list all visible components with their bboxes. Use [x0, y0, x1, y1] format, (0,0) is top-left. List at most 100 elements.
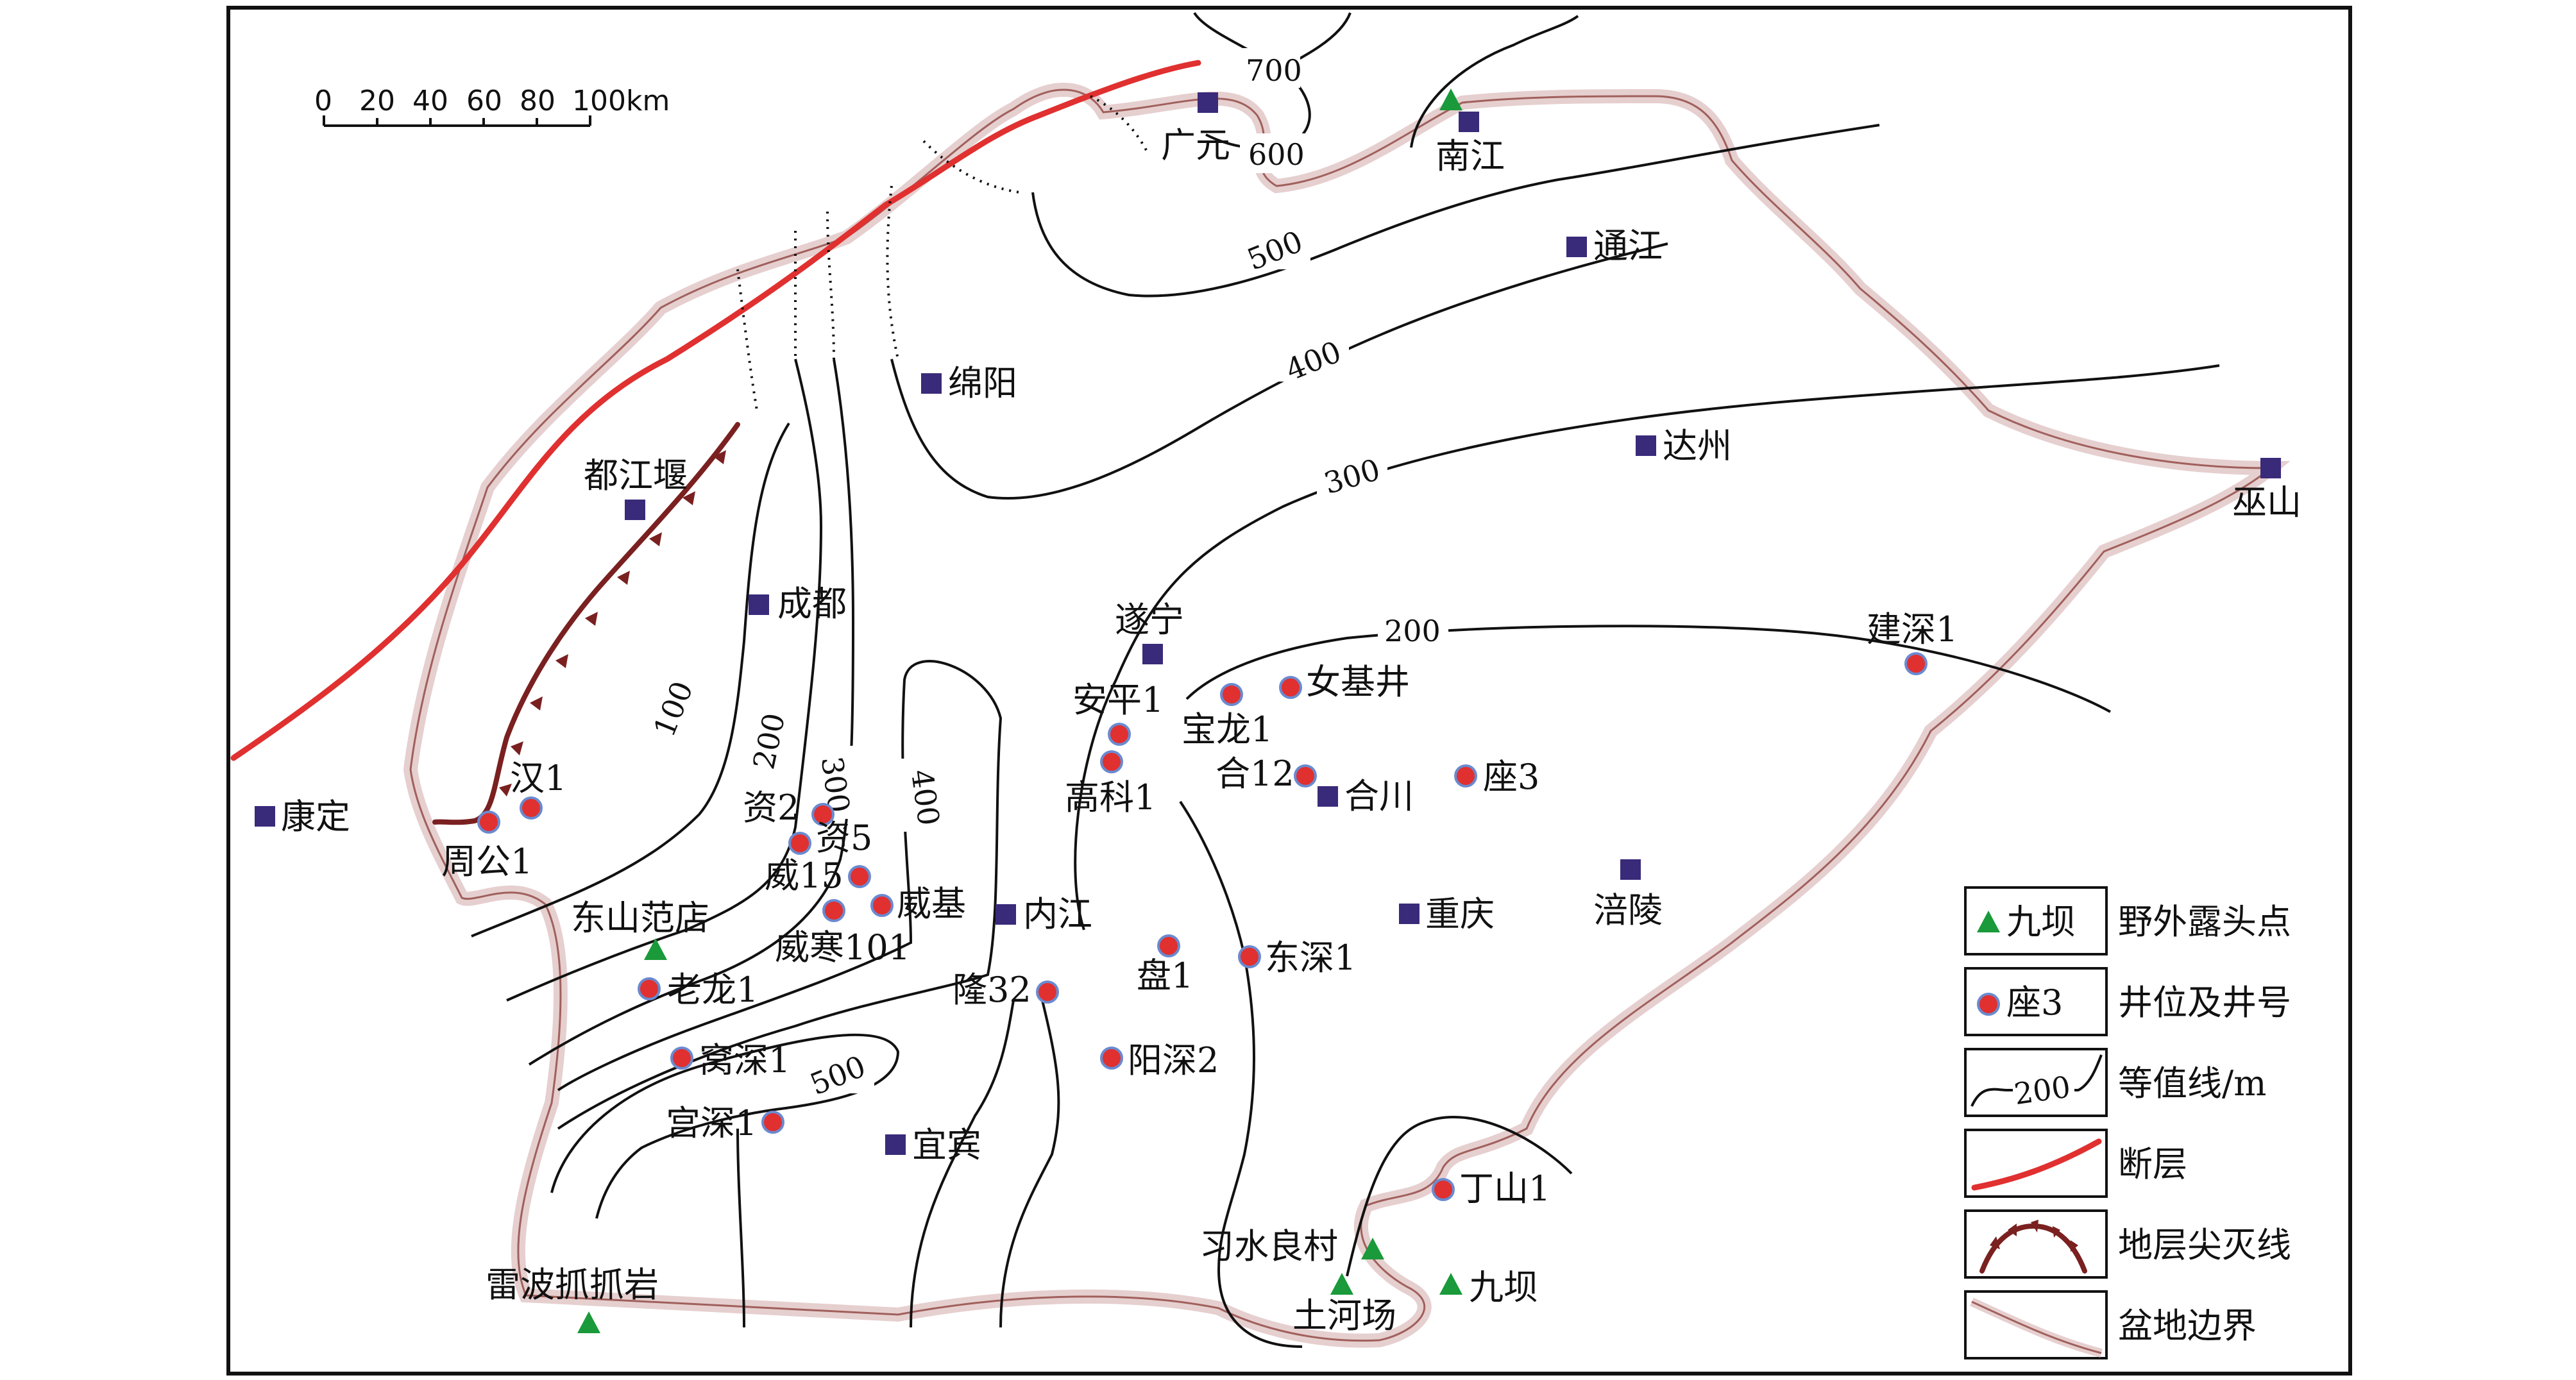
fault-line	[230, 60, 1201, 761]
well-marker-dongshen1	[1238, 945, 1261, 968]
city-label-suining: 遂宁	[1115, 600, 1184, 640]
well-label-long32: 隆32	[953, 970, 1031, 1010]
well-label-he12: 合12	[1216, 753, 1294, 794]
map-frame	[226, 6, 2352, 1376]
city-marker-tongjiang	[1566, 237, 1587, 257]
city-label-guangyuan: 广元	[1161, 125, 1230, 165]
well-label-nvjijing: 女基井	[1306, 662, 1410, 702]
city-marker-chongqing	[1399, 904, 1419, 924]
well-label-dingshan1: 丁山1	[1459, 1168, 1550, 1209]
legend-basin: 盆地边界	[1964, 1290, 2257, 1359]
city-label-dujiangyan: 都江堰	[584, 455, 688, 496]
city-marker-kangding	[255, 806, 275, 827]
well-marker-zhougong1	[477, 811, 500, 834]
well-label-zuo3: 座3	[1483, 757, 1539, 797]
city-marker-wushan	[2260, 458, 2281, 478]
legend-pinchout: 地层尖灭线	[1964, 1209, 2291, 1279]
outcrop-marker-jiuba	[1439, 1273, 1462, 1295]
contour-label-600: 600	[1248, 137, 1305, 172]
scale-tick-80: 80	[520, 85, 555, 117]
city-label-chengdu: 成都	[777, 584, 847, 624]
well-marker-long32	[1036, 980, 1059, 1004]
well-label-yangshen2: 阳深2	[1128, 1040, 1219, 1081]
city-marker-mianyang	[921, 373, 942, 394]
legend-outcrop-desc: 野外露头点	[2118, 902, 2291, 942]
city-marker-yibin	[885, 1134, 906, 1155]
outcrop-label-jiuba: 九坝	[1469, 1267, 1538, 1308]
legend-basin-desc: 盆地边界	[2118, 1306, 2257, 1346]
city-label-fuling: 涪陵	[1593, 890, 1663, 930]
city-marker-neijiang	[996, 904, 1016, 925]
outcrops: 东山范店 雷波抓抓岩 习水良村 土河场 九坝	[486, 88, 1538, 1336]
contour-labels: 700 600 500 400 300 200 100 200 300 400 …	[647, 48, 1448, 1102]
well-label-wei15: 威15	[765, 855, 843, 896]
well-label-dongshen1: 东深1	[1265, 938, 1356, 978]
city-label-chongqing: 重庆	[1425, 894, 1495, 934]
legend: 九坝 野外露头点 座3 井位及井号 200 等值线/m 断层	[1964, 886, 2291, 1359]
contour-lines	[471, 12, 2220, 1348]
legend-well: 座3 井位及井号	[1964, 967, 2291, 1036]
contour-label-200-east: 200	[1384, 614, 1441, 648]
pinchout-line	[432, 422, 740, 825]
city-label-neijiang: 内江	[1023, 894, 1092, 934]
well-marker-weiji	[870, 894, 894, 917]
city-marker-suining	[1142, 644, 1163, 664]
wells: 建深1 安平1 女基井 宝龙1 高科1 合12 座3 汉1 周公1 资2 资5 …	[441, 609, 1958, 1209]
outcrop-marker-leibozhuazhuayan	[577, 1311, 600, 1333]
city-label-nanjiang: 南江	[1436, 136, 1505, 176]
outcrop-label-leibozhuazhuayan: 雷波抓抓岩	[486, 1265, 659, 1305]
well-label-han1: 汉1	[510, 758, 566, 798]
well-label-zi2: 资2	[743, 787, 799, 828]
well-label-pan1: 盘1	[1137, 955, 1193, 996]
legend-well-sample: 座3	[2006, 982, 2063, 1023]
scale-tick-0: 0	[314, 85, 332, 117]
city-label-wushan: 巫山	[2232, 482, 2301, 523]
contour-label-700: 700	[1246, 53, 1302, 88]
city-label-mianyang: 绵阳	[948, 363, 1017, 403]
well-marker-yangshen2	[1100, 1047, 1123, 1070]
city-marker-hechuan	[1318, 786, 1338, 807]
legend-contour-sample: 200	[2012, 1069, 2072, 1111]
well-marker-anping1	[1108, 723, 1131, 746]
well-marker-han1	[520, 796, 543, 820]
outcrop-marker-tuheichang	[1330, 1273, 1353, 1295]
well-marker-dingshan1	[1432, 1178, 1455, 1201]
city-label-dazhou: 达州	[1663, 426, 1732, 466]
well-marker-gongshen1	[761, 1111, 784, 1134]
legend-outcrop: 九坝 野外露头点	[1964, 886, 2291, 955]
well-marker-zuo3	[1454, 764, 1477, 787]
well-label-gongshen1: 宫深1	[666, 1103, 757, 1143]
legend-fault: 断层	[1964, 1129, 2187, 1198]
well-marker-gaoke1	[1100, 750, 1123, 773]
city-marker-guangyuan	[1198, 92, 1218, 113]
well-marker-laolong1	[638, 977, 661, 1000]
legend-contour-desc: 等值线/m	[2118, 1063, 2266, 1104]
well-marker-zi5	[788, 832, 811, 855]
city-label-tongjiang: 通江	[1593, 226, 1663, 266]
legend-pinchout-desc: 地层尖灭线	[2118, 1225, 2291, 1265]
well-label-binshen1: 窝深1	[699, 1040, 790, 1081]
legend-contour: 200 等值线/m	[1964, 1048, 2266, 1117]
city-label-hechuan: 合川	[1344, 776, 1414, 816]
contour-label-400-west: 400	[904, 767, 947, 827]
city-marker-nanjiang	[1459, 112, 1479, 132]
scale-tick-60: 60	[466, 85, 502, 117]
scale-tick-20: 20	[359, 85, 395, 117]
city-marker-dazhou	[1636, 435, 1656, 456]
well-marker-pan1	[1157, 934, 1180, 957]
well-marker-binshen1	[670, 1047, 693, 1070]
well-marker-nvjijing	[1279, 676, 1302, 699]
well-label-weiji: 威基	[897, 884, 966, 924]
well-label-laolong1: 老龙1	[667, 970, 758, 1010]
well-label-jianshen1: 建深1	[1867, 609, 1958, 650]
legend-well-desc: 井位及井号	[2118, 982, 2291, 1023]
scale-tick-100km: 100km	[572, 85, 670, 117]
well-label-anping1: 安平1	[1072, 680, 1164, 720]
city-label-kangding: 康定	[281, 796, 350, 837]
city-label-yibin: 宜宾	[912, 1125, 981, 1165]
well-label-weihan101: 威寒101	[775, 927, 910, 968]
well-label-gaoke1: 高科1	[1065, 777, 1156, 818]
scale-bar: 0 20 40 60 80 100km	[314, 85, 670, 127]
well-label-baolong1: 宝龙1	[1182, 709, 1273, 750]
city-marker-chengdu	[749, 594, 769, 615]
